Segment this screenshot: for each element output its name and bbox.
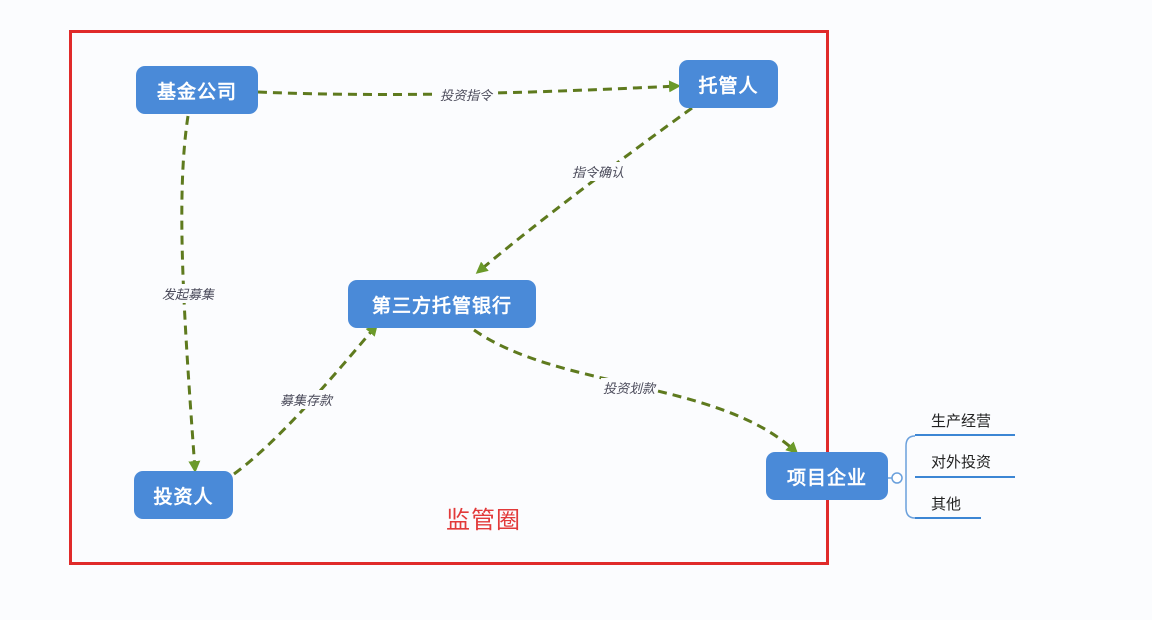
branch-underline bbox=[915, 476, 1015, 478]
node-custodian[interactable]: 托管人 bbox=[679, 60, 778, 108]
edge-custodian-bank bbox=[475, 106, 693, 274]
supervision-frame-label: 监管圈 bbox=[446, 506, 521, 534]
supervision-frame bbox=[69, 30, 829, 565]
branch-underline bbox=[915, 517, 981, 519]
node-fund-company[interactable]: 基金公司 bbox=[136, 66, 258, 114]
branch-other[interactable]: 其他 bbox=[931, 495, 962, 513]
edge-label-investment-transfer: 投资划款 bbox=[601, 378, 658, 397]
edge-label-investment-instruction: 投资指令 bbox=[438, 85, 495, 104]
node-investor[interactable]: 投资人 bbox=[134, 471, 233, 519]
edge-label-initiate-fundraising: 发起募集 bbox=[160, 284, 217, 303]
edge-label-fundraising-deposit: 募集存款 bbox=[278, 390, 335, 409]
edge-fund-investor bbox=[180, 115, 201, 473]
node-third-party-bank[interactable]: 第三方托管银行 bbox=[348, 280, 536, 328]
branch-production-operation[interactable]: 生产经营 bbox=[931, 412, 992, 430]
branch-underline bbox=[915, 434, 1015, 436]
edge-bank-enterprise bbox=[473, 328, 799, 455]
node-project-enterprise[interactable]: 项目企业 bbox=[766, 452, 888, 500]
edge-label-instruction-confirm: 指令确认 bbox=[570, 162, 627, 181]
branch-external-investment[interactable]: 对外投资 bbox=[931, 453, 992, 471]
